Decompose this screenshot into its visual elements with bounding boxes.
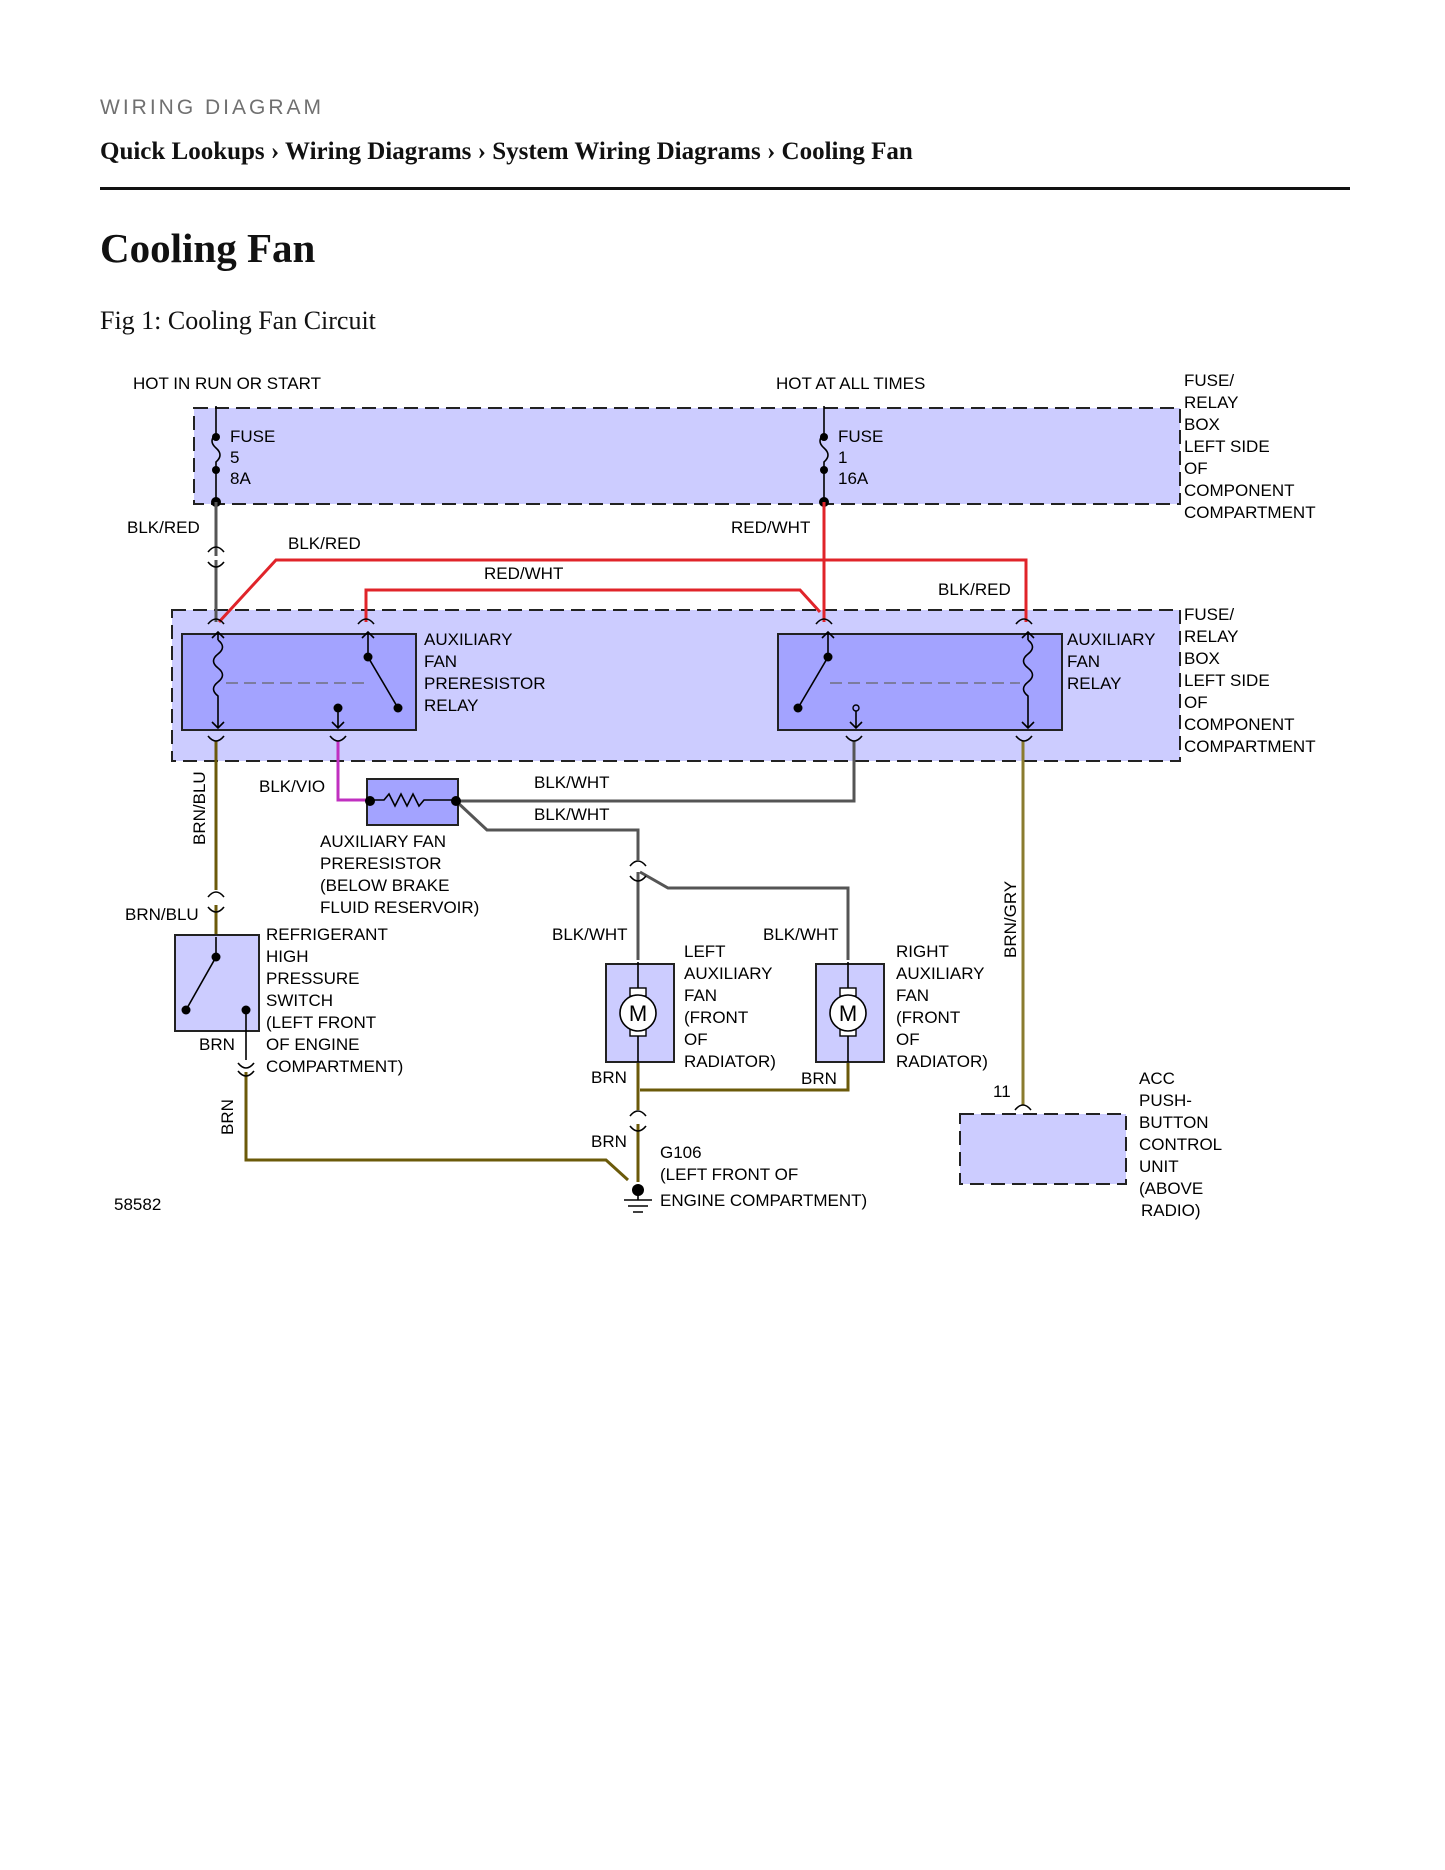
- violet-wire: [336, 741, 370, 802]
- acc-pin-label: 11: [993, 1082, 1011, 1101]
- acc-control-unit-label: ACC PUSH- BUTTON CONTROL UNIT (ABOVE RAD…: [1139, 1069, 1226, 1220]
- red-wires: [217, 502, 1028, 624]
- figure-number: 58582: [114, 1195, 161, 1214]
- wire-label-red-wht-2: RED/WHT: [731, 518, 810, 537]
- preresistor-label: AUXILIARY FAN PRERESISTOR (BELOW BRAKE F…: [320, 832, 479, 917]
- fan-relay-label: AUXILIARY FAN RELAY: [1067, 630, 1160, 693]
- ground-label: G106 (LEFT FRONT OF ENGINE COMPARTMENT): [660, 1143, 867, 1210]
- section-kicker: WIRING DIAGRAM: [100, 96, 324, 119]
- wire-label-blk-wht-1: BLK/WHT: [534, 773, 610, 792]
- header-divider: [100, 187, 1350, 190]
- wire-label-blk-wht-4: BLK/WHT: [763, 925, 839, 944]
- breadcrumb[interactable]: Quick Lookups › Wiring Diagrams › System…: [100, 138, 913, 165]
- wire-label-blk-wht-2: BLK/WHT: [534, 805, 610, 824]
- fuse-relay-box-upper-label: FUSE/ RELAY BOX LEFT SIDE OF COMPONENT C…: [1184, 371, 1316, 522]
- right-fan: [815, 962, 885, 1063]
- wire-label-brn-3: BRN: [801, 1069, 837, 1088]
- preresistor-relay-label: AUXILIARY FAN PRERESISTOR RELAY: [424, 630, 550, 715]
- wire-label-red-wht-1: RED/WHT: [484, 564, 563, 583]
- page-title: Cooling Fan: [100, 225, 316, 271]
- wire-label-brn-2: BRN: [591, 1068, 627, 1087]
- fuse-box-upper: [193, 407, 1181, 505]
- figure-caption: Fig 1: Cooling Fan Circuit: [100, 306, 376, 335]
- refrigerant-switch-label: REFRIGERANT HIGH PRESSURE SWITCH (LEFT F…: [266, 925, 403, 1076]
- right-fan-motor-symbol: M: [839, 1001, 857, 1026]
- wire-label-brn-1: BRN: [199, 1035, 235, 1054]
- refrigerant-switch: [174, 934, 260, 1060]
- wire-label-blk-wht-3: BLK/WHT: [552, 925, 628, 944]
- connector-symbols: [207, 546, 1033, 1132]
- left-fan-label: LEFT AUXILIARY FAN (FRONT OF RADIATOR): [684, 942, 777, 1071]
- wire-label-brn-gry-vertical: BRN/GRY: [1001, 881, 1020, 958]
- wire-label-blk-red-2: BLK/RED: [288, 534, 361, 553]
- preresistor-relay-internals: [211, 630, 403, 730]
- preresistor: [365, 778, 461, 826]
- wire-label-brn-blu: BRN/BLU: [125, 905, 199, 924]
- wire-label-brn-4: BRN: [591, 1132, 627, 1151]
- wire-label-blk-red-1: BLK/RED: [127, 518, 200, 537]
- power-left-label: HOT IN RUN OR START: [133, 374, 321, 393]
- wire-label-blk-vio: BLK/VIO: [259, 777, 325, 796]
- left-fan: [605, 962, 675, 1063]
- fuse-5-label: FUSE 5 8A: [230, 427, 280, 488]
- ground-g106: [624, 1184, 652, 1213]
- acc-control-unit: [959, 1113, 1127, 1185]
- fuse-1-label: FUSE 1 16A: [838, 427, 888, 488]
- right-fan-label: RIGHT AUXILIARY FAN (FRONT OF RADIATOR): [896, 942, 989, 1071]
- fan-relay-internals: [793, 630, 1035, 730]
- wire-label-brn-blu-vertical: BRN/BLU: [190, 771, 209, 845]
- left-fan-motor-symbol: M: [629, 1001, 647, 1026]
- brown-wires: [214, 741, 1025, 1182]
- power-right-label: HOT AT ALL TIMES: [776, 374, 925, 393]
- wire-label-blk-red-3: BLK/RED: [938, 580, 1011, 599]
- fuse-relay-box-lower-label: FUSE/ RELAY BOX LEFT SIDE OF COMPONENT C…: [1184, 605, 1316, 756]
- wire-label-brn-vertical: BRN: [218, 1099, 237, 1135]
- fan-relay: [777, 633, 1063, 731]
